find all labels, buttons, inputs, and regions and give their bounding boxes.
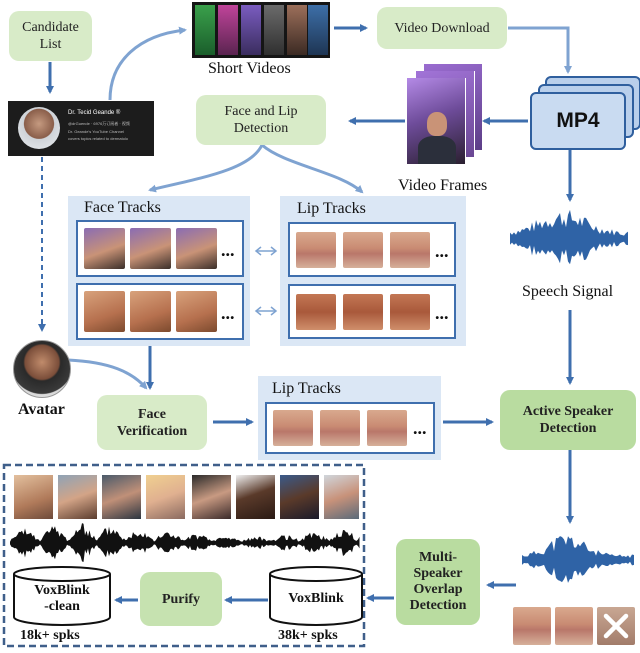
video-thumb-6 bbox=[308, 5, 328, 55]
lip-tracks-title-top: Lip Tracks bbox=[297, 200, 366, 217]
lip-track-row-verified: ... bbox=[265, 402, 435, 454]
lip-thumb bbox=[513, 607, 551, 645]
profile-avatar bbox=[18, 107, 60, 149]
lip-thumb bbox=[367, 410, 407, 446]
lip-thumb bbox=[343, 294, 383, 330]
arrow-detection-to-face-tracks bbox=[148, 144, 264, 193]
voxblink-clean-cylinder bbox=[13, 566, 111, 626]
lip-track-row-2: ... bbox=[288, 284, 456, 339]
video-download-box: Video Download bbox=[377, 7, 507, 49]
ellipsis: ... bbox=[435, 303, 449, 323]
voxblink-clean-label: VoxBlink -clean bbox=[34, 583, 90, 614]
face-lip-detection-label: Face and Lip Detection bbox=[224, 104, 298, 136]
lip-track-row-1: ... bbox=[288, 222, 456, 277]
frame-person-icon bbox=[427, 112, 447, 136]
lip-thumb bbox=[273, 410, 313, 446]
lip-thumb bbox=[555, 607, 593, 645]
arrow-avatar-to-verification bbox=[67, 358, 148, 390]
arrow-profile-to-videos bbox=[108, 26, 187, 101]
mp4-box: MP4 bbox=[530, 92, 626, 150]
lip-thumb bbox=[343, 232, 383, 268]
speaker-face-7 bbox=[280, 475, 319, 519]
short-videos-strip bbox=[192, 2, 330, 58]
purify-label: Purify bbox=[161, 591, 201, 607]
active-speaker-detection-box: Active Speaker Detection bbox=[500, 390, 636, 450]
speaker-face-3 bbox=[102, 475, 141, 519]
short-videos-label: Short Videos bbox=[208, 60, 291, 77]
lip-thumb bbox=[390, 294, 430, 330]
speaker-face-8 bbox=[324, 475, 359, 519]
arrow-download-to-mp4 bbox=[508, 26, 572, 74]
avatar-label: Avatar bbox=[18, 401, 65, 418]
overlap-waveform bbox=[522, 536, 634, 583]
speaker-faces-strip bbox=[14, 475, 359, 519]
link-row2 bbox=[254, 306, 278, 316]
dataset-frame bbox=[2, 463, 366, 648]
video-thumb-2 bbox=[218, 5, 238, 55]
face-lip-detection-box: Face and Lip Detection bbox=[196, 95, 326, 145]
frame-body-icon bbox=[418, 136, 456, 164]
speaker-face-5 bbox=[192, 475, 231, 519]
rejected-lip-thumb bbox=[597, 607, 635, 645]
lip-thumb bbox=[320, 410, 360, 446]
video-frame-front bbox=[407, 78, 466, 164]
face-thumb bbox=[176, 228, 217, 269]
video-thumb-1 bbox=[195, 5, 215, 55]
mp4-label: MP4 bbox=[556, 109, 600, 132]
speaker-face-4 bbox=[146, 475, 185, 519]
avatar-image bbox=[13, 340, 71, 398]
active-speaker-detection-label: Active Speaker Detection bbox=[522, 404, 614, 436]
multi-speaker-overlap-label: Multi- Speaker Overlap Detection bbox=[409, 550, 467, 613]
face-thumb bbox=[176, 291, 217, 332]
voxblink-clean-count: 18k+ spks bbox=[20, 628, 80, 643]
profile-line3: covers topics related to dermatolo bbox=[68, 136, 129, 141]
speech-signal-label: Speech Signal bbox=[522, 283, 614, 300]
purify-box: Purify bbox=[140, 572, 222, 626]
channel-profile-card: Dr. Tecid Geande ® @drGuende · 6976万订阅者 … bbox=[8, 101, 154, 156]
profile-line2: Dr. Geande's YouTube Channel bbox=[68, 129, 124, 134]
profile-name: Dr. Tecid Geande ® bbox=[68, 110, 121, 116]
lip-thumb bbox=[296, 232, 336, 268]
face-verification-box: Face Verification bbox=[97, 395, 207, 450]
candidate-list-box: Candidate List bbox=[9, 11, 92, 61]
profile-line1: @drGuende · 6976万订阅者 · 视频 bbox=[68, 121, 130, 126]
candidate-list-label: Candidate List bbox=[22, 20, 79, 52]
face-thumb bbox=[84, 291, 125, 332]
face-thumb bbox=[130, 228, 171, 269]
voxblink-cylinder bbox=[269, 566, 363, 626]
voxblink-label: VoxBlink bbox=[288, 591, 344, 606]
ellipsis: ... bbox=[221, 303, 235, 323]
face-thumb bbox=[84, 228, 125, 269]
video-thumb-3 bbox=[241, 5, 261, 55]
face-track-row-1: ... bbox=[76, 220, 244, 277]
multi-speaker-overlap-detection-box: Multi- Speaker Overlap Detection bbox=[396, 539, 480, 625]
arrow-detection-to-lip-tracks bbox=[261, 143, 364, 194]
video-download-label: Video Download bbox=[394, 20, 490, 36]
close-icon bbox=[603, 613, 629, 639]
video-thumb-4 bbox=[264, 5, 284, 55]
speaker-face-1 bbox=[14, 475, 53, 519]
ellipsis: ... bbox=[435, 241, 449, 261]
voxblink-count: 38k+ spks bbox=[278, 628, 338, 643]
link-row1 bbox=[254, 246, 278, 256]
face-verification-label: Face Verification bbox=[116, 406, 188, 439]
speaker-face-2 bbox=[58, 475, 97, 519]
speech-waveform bbox=[510, 209, 628, 265]
video-thumb-5 bbox=[287, 5, 307, 55]
face-tracks-title: Face Tracks bbox=[84, 199, 161, 216]
face-track-row-2: ... bbox=[76, 283, 244, 340]
face-thumb bbox=[130, 291, 171, 332]
lip-tracks-title-mid: Lip Tracks bbox=[272, 380, 341, 397]
ellipsis: ... bbox=[221, 240, 235, 260]
ellipsis: ... bbox=[413, 418, 427, 438]
lip-thumb bbox=[296, 294, 336, 330]
lip-thumb bbox=[390, 232, 430, 268]
speaker-face-6 bbox=[236, 475, 275, 519]
dataset-waveform bbox=[10, 523, 360, 562]
video-frames-label: Video Frames bbox=[398, 177, 488, 194]
